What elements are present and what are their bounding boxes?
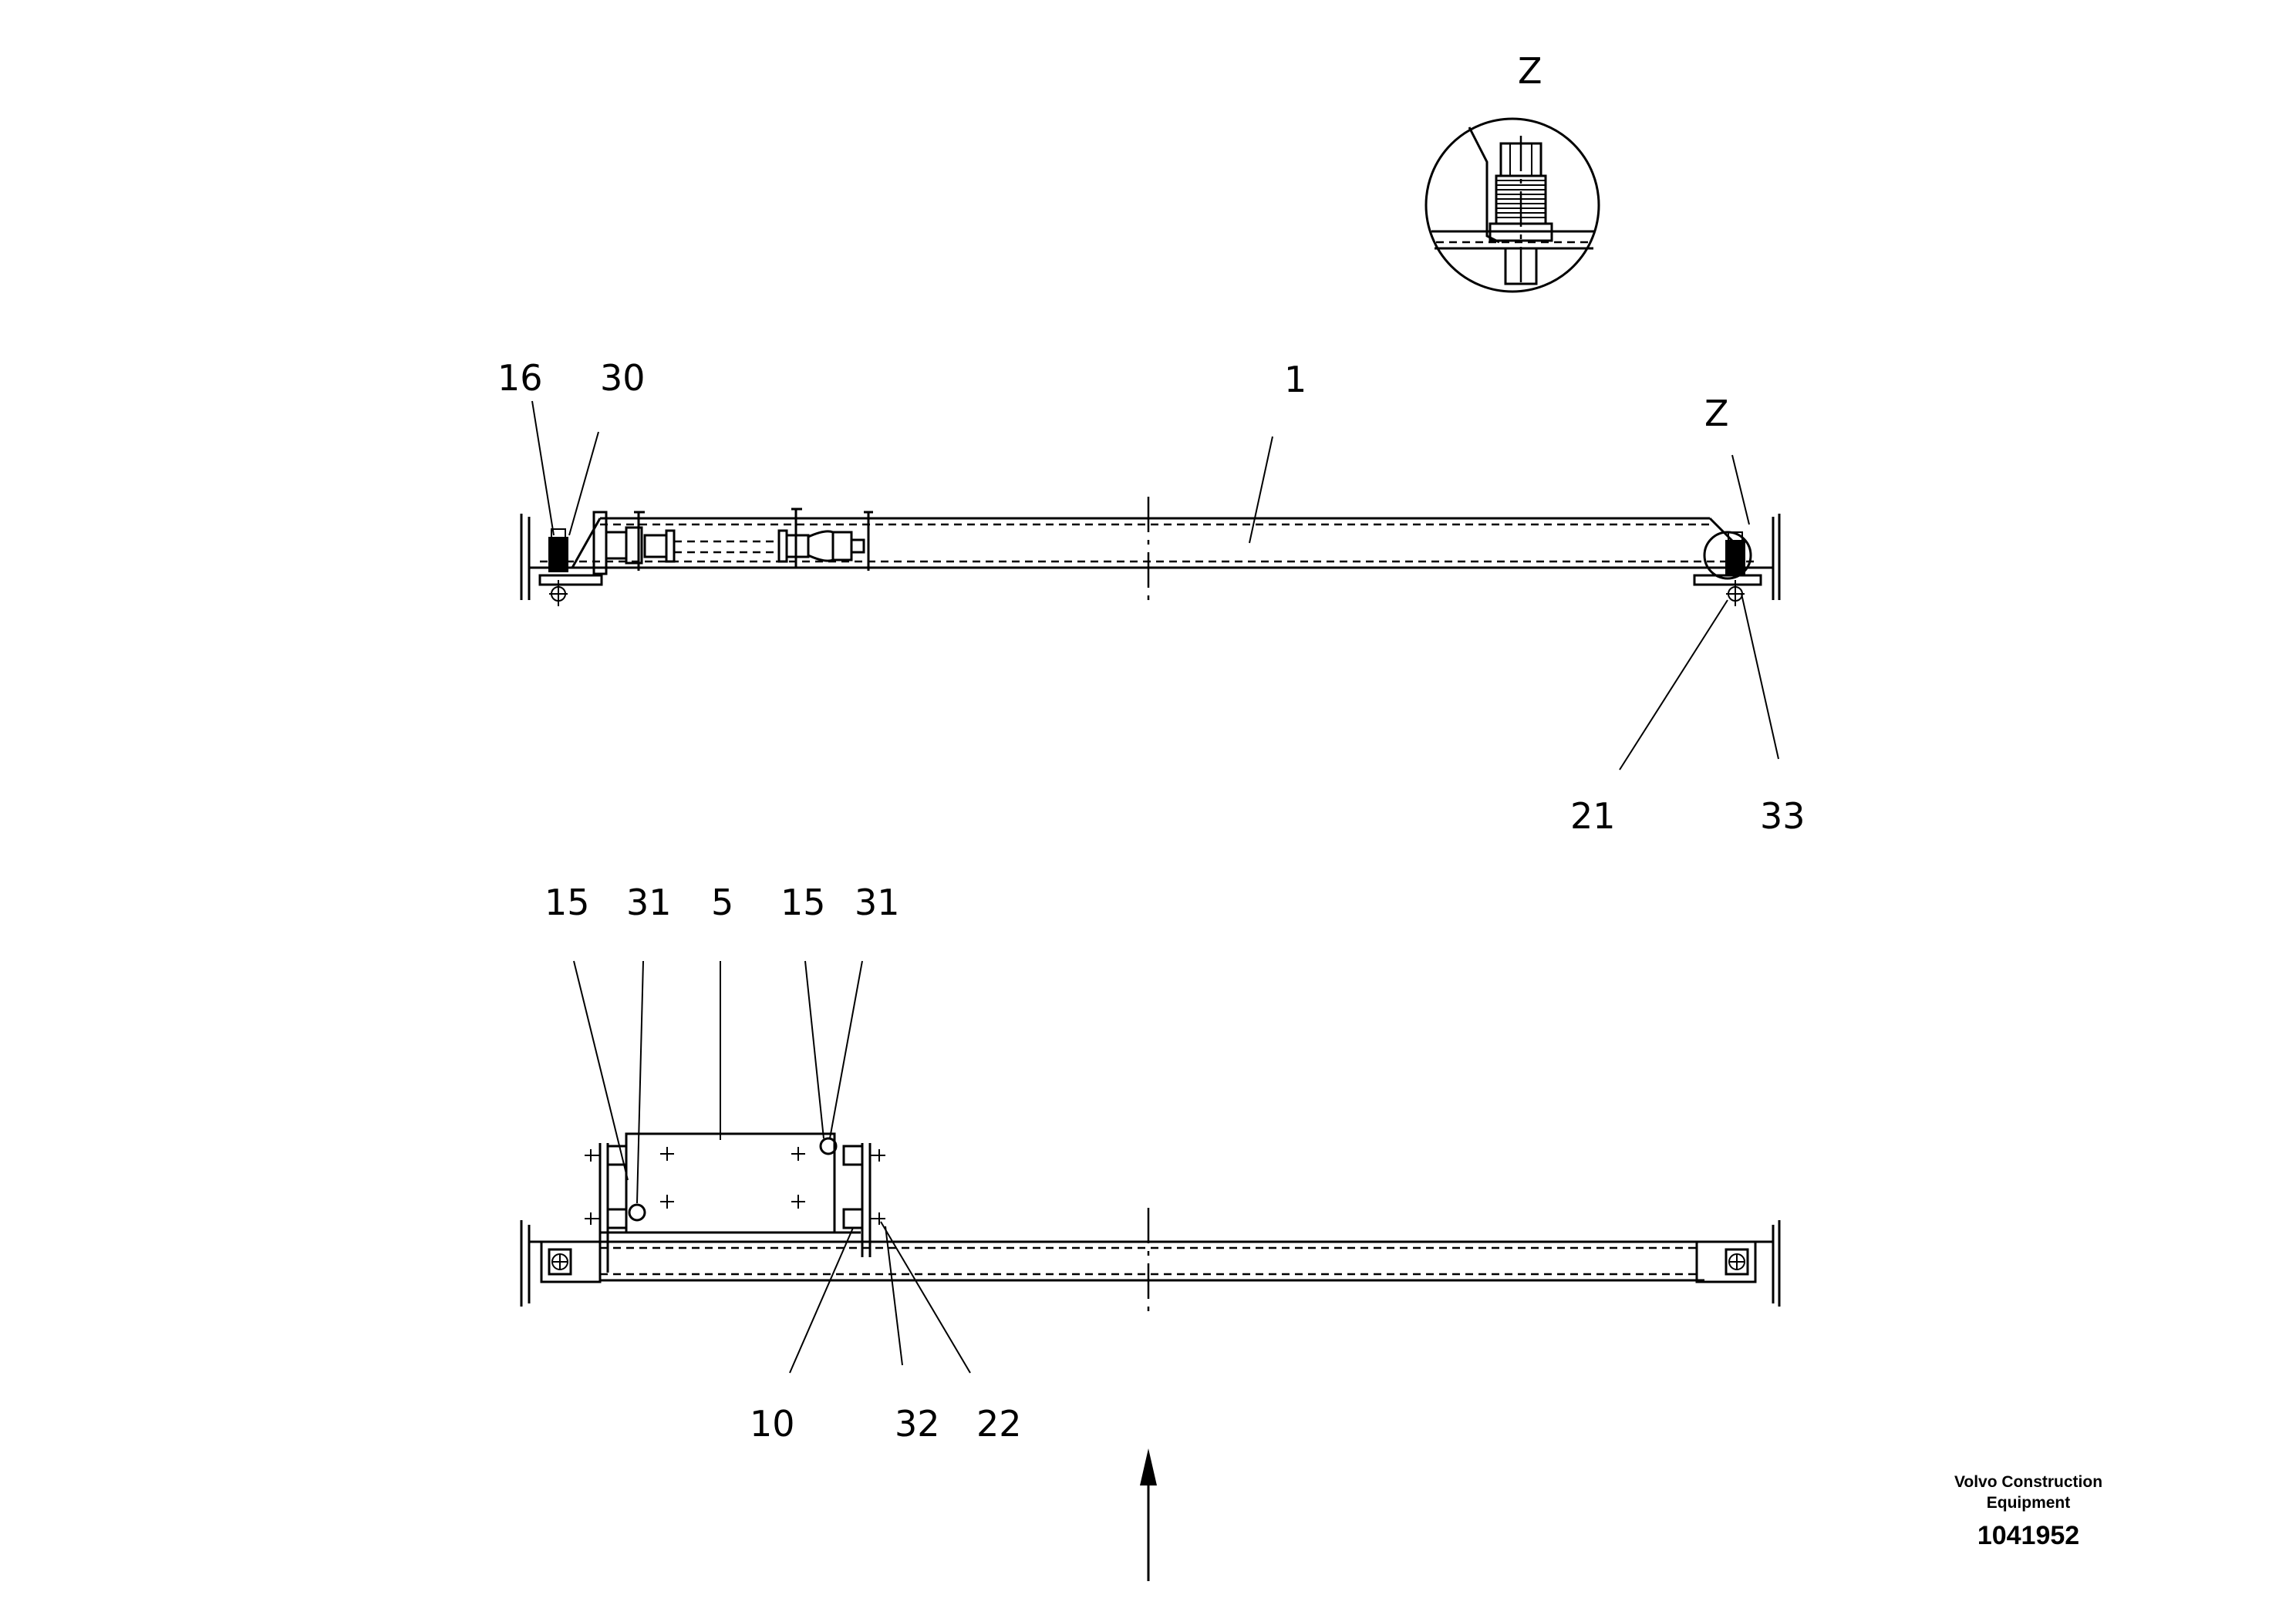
mounting-holes [660, 1147, 805, 1209]
detail-z: Z [1424, 50, 1600, 293]
left-mount-block [540, 1240, 602, 1283]
callout-32: 32 [895, 1403, 940, 1445]
callout-21: 21 [1570, 795, 1616, 837]
detail-z-bolt [1431, 126, 1595, 290]
callout-5: 5 [711, 882, 733, 923]
callout-10: 10 [750, 1403, 795, 1445]
right-bracket-bolt [1693, 531, 1762, 606]
caption-company: Volvo Construction [1954, 1473, 2102, 1491]
view-direction-arrow [1140, 1448, 1157, 1581]
callout-z: Z [1704, 393, 1729, 434]
top-view-leaders [531, 400, 1779, 771]
callout-30: 30 [600, 357, 646, 399]
bottom-view-leaders [573, 960, 971, 1374]
top-view: 16 30 1 Z 21 33 [497, 357, 1805, 837]
callout-31-right: 31 [855, 882, 900, 923]
component-5-plate [585, 1132, 885, 1273]
detail-z-circle [1424, 117, 1600, 293]
caption-drawing-number: 1041952 [1977, 1521, 2079, 1550]
right-mount-block [1695, 1240, 1757, 1283]
frame-beam-bottom [520, 1208, 1781, 1317]
callout-22: 22 [976, 1403, 1022, 1445]
frame-beam [520, 497, 1781, 606]
hose-assembly [571, 508, 873, 575]
callout-31-left: 31 [626, 882, 672, 923]
callout-15-left: 15 [544, 882, 590, 923]
callout-16: 16 [497, 357, 543, 399]
caption-company-line2: Equipment [1987, 1494, 2071, 1512]
callout-15-right: 15 [781, 882, 826, 923]
bottom-view: 15 31 5 15 31 10 32 22 [520, 882, 1781, 1581]
left-bracket-bolt [538, 528, 603, 606]
caption-block: Volvo Construction Equipment 1041952 [1954, 1473, 2102, 1550]
callout-1: 1 [1284, 359, 1306, 400]
detail-z-label: Z [1518, 50, 1542, 92]
callout-33: 33 [1760, 795, 1805, 837]
